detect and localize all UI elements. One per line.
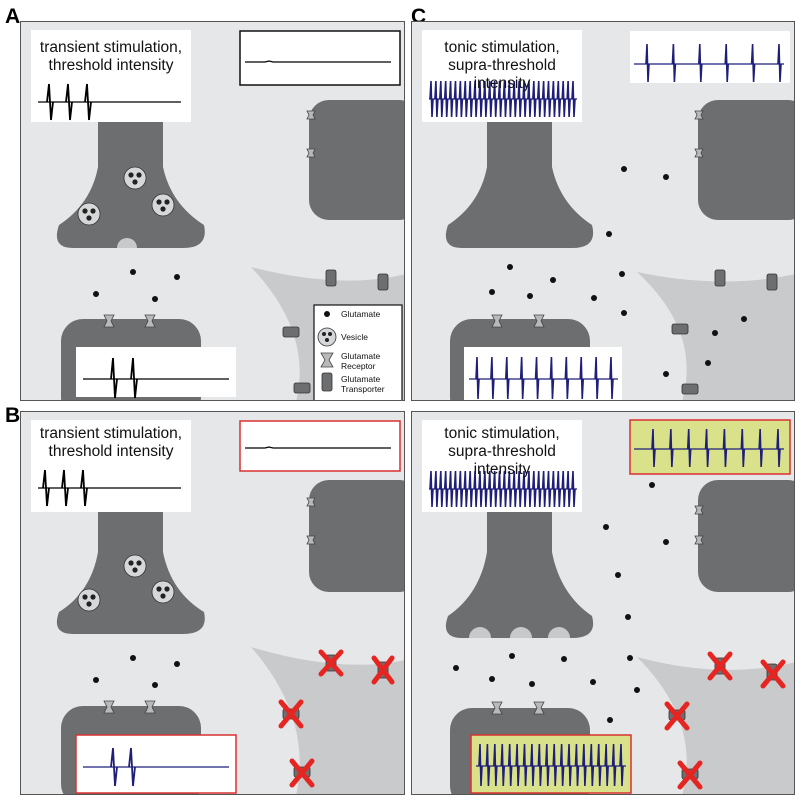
- glutamate-transporter-icon: [282, 269, 389, 394]
- vesicle-icon: [317, 327, 337, 347]
- response-trace-flat: [245, 446, 391, 449]
- spike-train: [475, 356, 614, 400]
- spike-train: [429, 80, 576, 118]
- panel-a-scene: [31, 30, 404, 400]
- glutamate-dot-icon: [324, 311, 330, 317]
- response-trace-flat: [245, 60, 391, 63]
- glutamate-dot-icon: [489, 166, 747, 377]
- panel-c-scene: [422, 30, 794, 400]
- postsynaptic-neuron-right: [309, 100, 404, 220]
- spike-train: [645, 43, 782, 83]
- glutamate-transporter-icon: [671, 269, 778, 395]
- response-box-bottom: [76, 347, 236, 397]
- vesicle-icon: [77, 554, 175, 612]
- response-box-top-right: [239, 30, 401, 86]
- panel-b: transient stimulation,threshold intensit…: [20, 411, 405, 795]
- postsynaptic-neuron-right: [698, 480, 794, 592]
- stimulation-label: tonic stimulation,supra-threshold intens…: [444, 425, 560, 478]
- astrocyte-process: [637, 657, 794, 794]
- stimulus-trace: [38, 469, 181, 507]
- response-box-bottom: [470, 734, 632, 794]
- stimulation-label: transient stimulation,threshold intensit…: [39, 39, 183, 74]
- glutamate-transporter-icon: [321, 372, 333, 392]
- glutamate-receptor-icon: [491, 701, 545, 715]
- panel-b-scene: [31, 420, 404, 794]
- response-box-top-right: [629, 419, 791, 475]
- legend-glutamate-label: Glutamate: [341, 309, 381, 319]
- response-trace: [634, 43, 784, 83]
- legend-box: [313, 304, 403, 400]
- glutamate-receptor-icon: [103, 314, 156, 328]
- response-trace: [83, 357, 229, 399]
- glutamate-receptor-icon: [491, 314, 545, 328]
- postsynaptic-neuron-right: [698, 100, 794, 220]
- vesicle-icon: [77, 166, 175, 226]
- glutamate-receptor-icon: [306, 497, 316, 545]
- glutamate-receptor-icon: [694, 505, 704, 545]
- postsynaptic-neuron-right: [309, 480, 404, 592]
- blocked-x-icon: [664, 651, 786, 790]
- panel-c: tonic stimulation,supra-threshold intens…: [411, 21, 795, 401]
- astrocyte-process: [251, 647, 404, 794]
- spike-train: [478, 743, 624, 787]
- stimulus-trace: [429, 80, 577, 118]
- response-trace: [476, 743, 626, 787]
- response-trace: [83, 747, 229, 787]
- blocked-x-icon: [278, 649, 395, 788]
- presynaptic-terminal: [445, 507, 594, 638]
- stimulus-trace: [429, 470, 577, 508]
- response-trace: [469, 356, 618, 400]
- panel-a: transient stimulation,threshold intensit…: [20, 21, 405, 401]
- stimulation-label: transient stimulation,threshold intensit…: [39, 425, 183, 460]
- response-box-top-right: [239, 420, 401, 472]
- glutamate-receptor-icon: [103, 700, 156, 714]
- glutamate-receptor-icon: [320, 352, 334, 368]
- astrocyte-process: [637, 272, 794, 400]
- glutamate-receptor-icon: [694, 110, 704, 158]
- stimulus-trace: [38, 83, 181, 121]
- response-trace: [634, 428, 784, 468]
- panel-d-scene: [422, 419, 794, 794]
- response-box-bottom: [75, 734, 237, 794]
- fusing-vesicle: [469, 627, 570, 638]
- panel-d: tonic stimulation,supra-threshold intens…: [411, 411, 795, 795]
- glutamate-receptor-icon: [306, 110, 316, 158]
- spike-train: [651, 428, 781, 468]
- spike-train: [429, 470, 576, 508]
- glutamate-dot-icon: [93, 655, 180, 688]
- panel-letter-b: B: [5, 404, 21, 427]
- fusing-vesicle: [117, 238, 137, 248]
- glutamate-dot-icon: [93, 269, 180, 302]
- legend-vesicle-label: Vesicle: [341, 332, 368, 342]
- glutamate-dot-icon: [453, 482, 669, 723]
- stimulation-label: tonic stimulation,supra-threshold intens…: [444, 39, 560, 92]
- presynaptic-terminal: [445, 122, 594, 248]
- panel-letter-a: A: [5, 5, 21, 28]
